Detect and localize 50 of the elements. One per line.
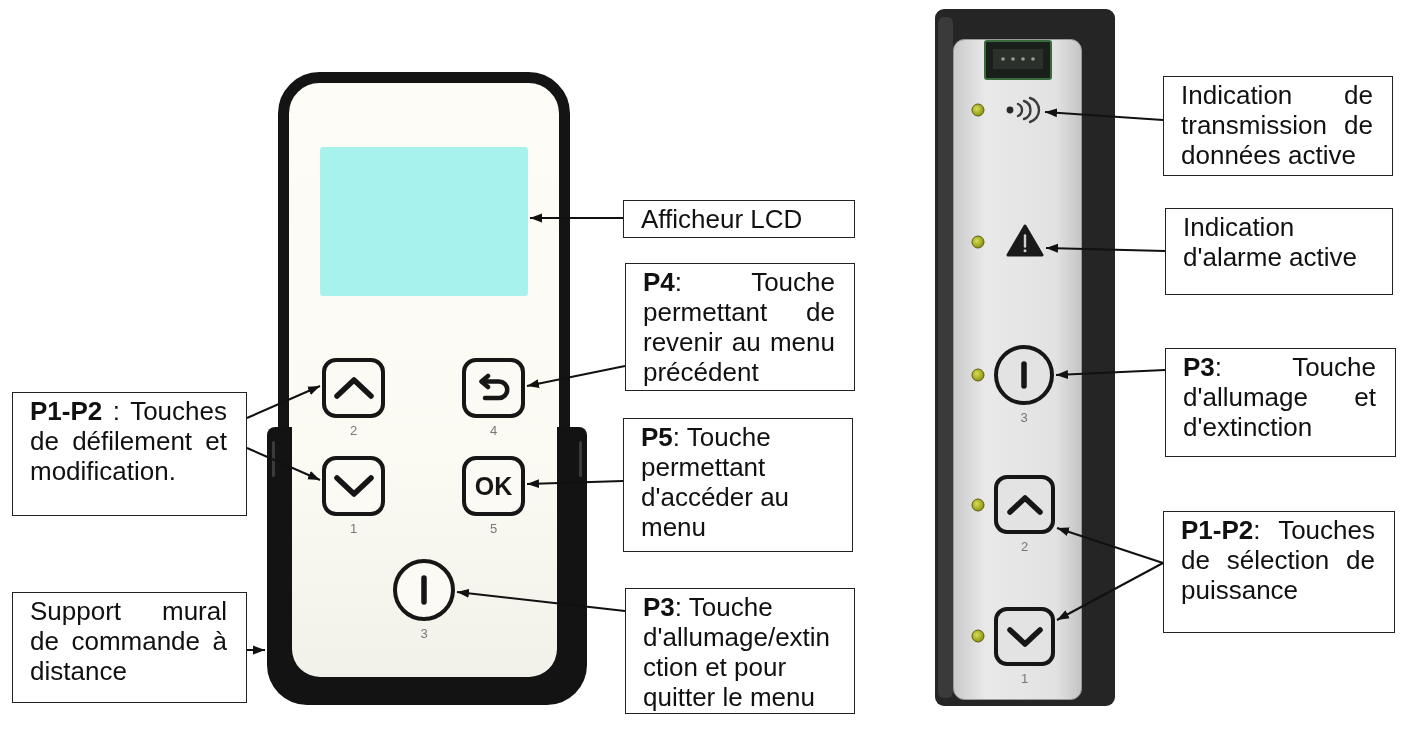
key-number: 1 xyxy=(1020,672,1029,686)
warning-icon xyxy=(1006,224,1044,257)
arrow xyxy=(456,588,626,612)
callout-box xyxy=(1165,208,1393,295)
callout-box xyxy=(625,263,855,391)
callout-text: Support mural de commande à distance xyxy=(30,596,227,686)
arrow xyxy=(1055,369,1166,379)
arrow xyxy=(1044,108,1164,121)
down-key xyxy=(322,456,385,516)
key-number: 4 xyxy=(489,424,498,438)
callout-text: P3: Touche d'allumage et d'extinction xyxy=(1183,352,1376,442)
callout-text: P4: Touche permettant de revenir au menu précédent xyxy=(643,267,835,387)
callout-text: Afficheur LCD xyxy=(641,204,804,234)
arrow xyxy=(526,365,626,388)
callout-box xyxy=(12,592,247,703)
wall-holder-base xyxy=(267,642,587,705)
callout-box xyxy=(623,418,853,552)
arrow xyxy=(246,385,321,419)
signal-icon xyxy=(1006,96,1043,124)
callout-box xyxy=(623,200,855,238)
key-number: 2 xyxy=(349,424,358,438)
lcd-screen xyxy=(320,147,528,296)
arrow xyxy=(1056,527,1164,564)
back-key xyxy=(462,358,525,418)
callout-text: P1-P2 : Touches de défilement et modification. xyxy=(30,396,227,486)
ok-key: OK xyxy=(462,456,525,516)
key-number: 5 xyxy=(489,522,498,536)
callout-text: P1-P2: Touches de sélection de puissance xyxy=(1181,515,1375,605)
arrow xyxy=(526,479,624,489)
callout-text: P3: Touche d'allumage/extinction et pour quitter le menu xyxy=(643,592,832,712)
key-number: 1 xyxy=(349,522,358,536)
arrow xyxy=(529,213,624,223)
arrow xyxy=(246,645,266,655)
callout-box xyxy=(625,588,855,714)
callout-box xyxy=(1163,76,1393,176)
callout-text: Indication d'alarme active xyxy=(1183,212,1359,272)
key-number: 3 xyxy=(1020,411,1028,425)
key-number: 3 xyxy=(420,627,428,641)
arrow xyxy=(1056,562,1164,621)
callout-text: Indication de transmission de données active xyxy=(1181,80,1373,170)
arrow xyxy=(1045,243,1166,253)
callout-text: P5: Touche permettant d'accéder au menu xyxy=(641,422,791,542)
up-key xyxy=(322,358,385,418)
key-number: 2 xyxy=(1020,540,1029,554)
callout-box xyxy=(1165,348,1396,457)
up-key xyxy=(994,475,1055,534)
down-key xyxy=(994,607,1055,666)
arrow xyxy=(246,447,321,481)
callout-box xyxy=(12,392,247,516)
callout-box xyxy=(1163,511,1395,633)
